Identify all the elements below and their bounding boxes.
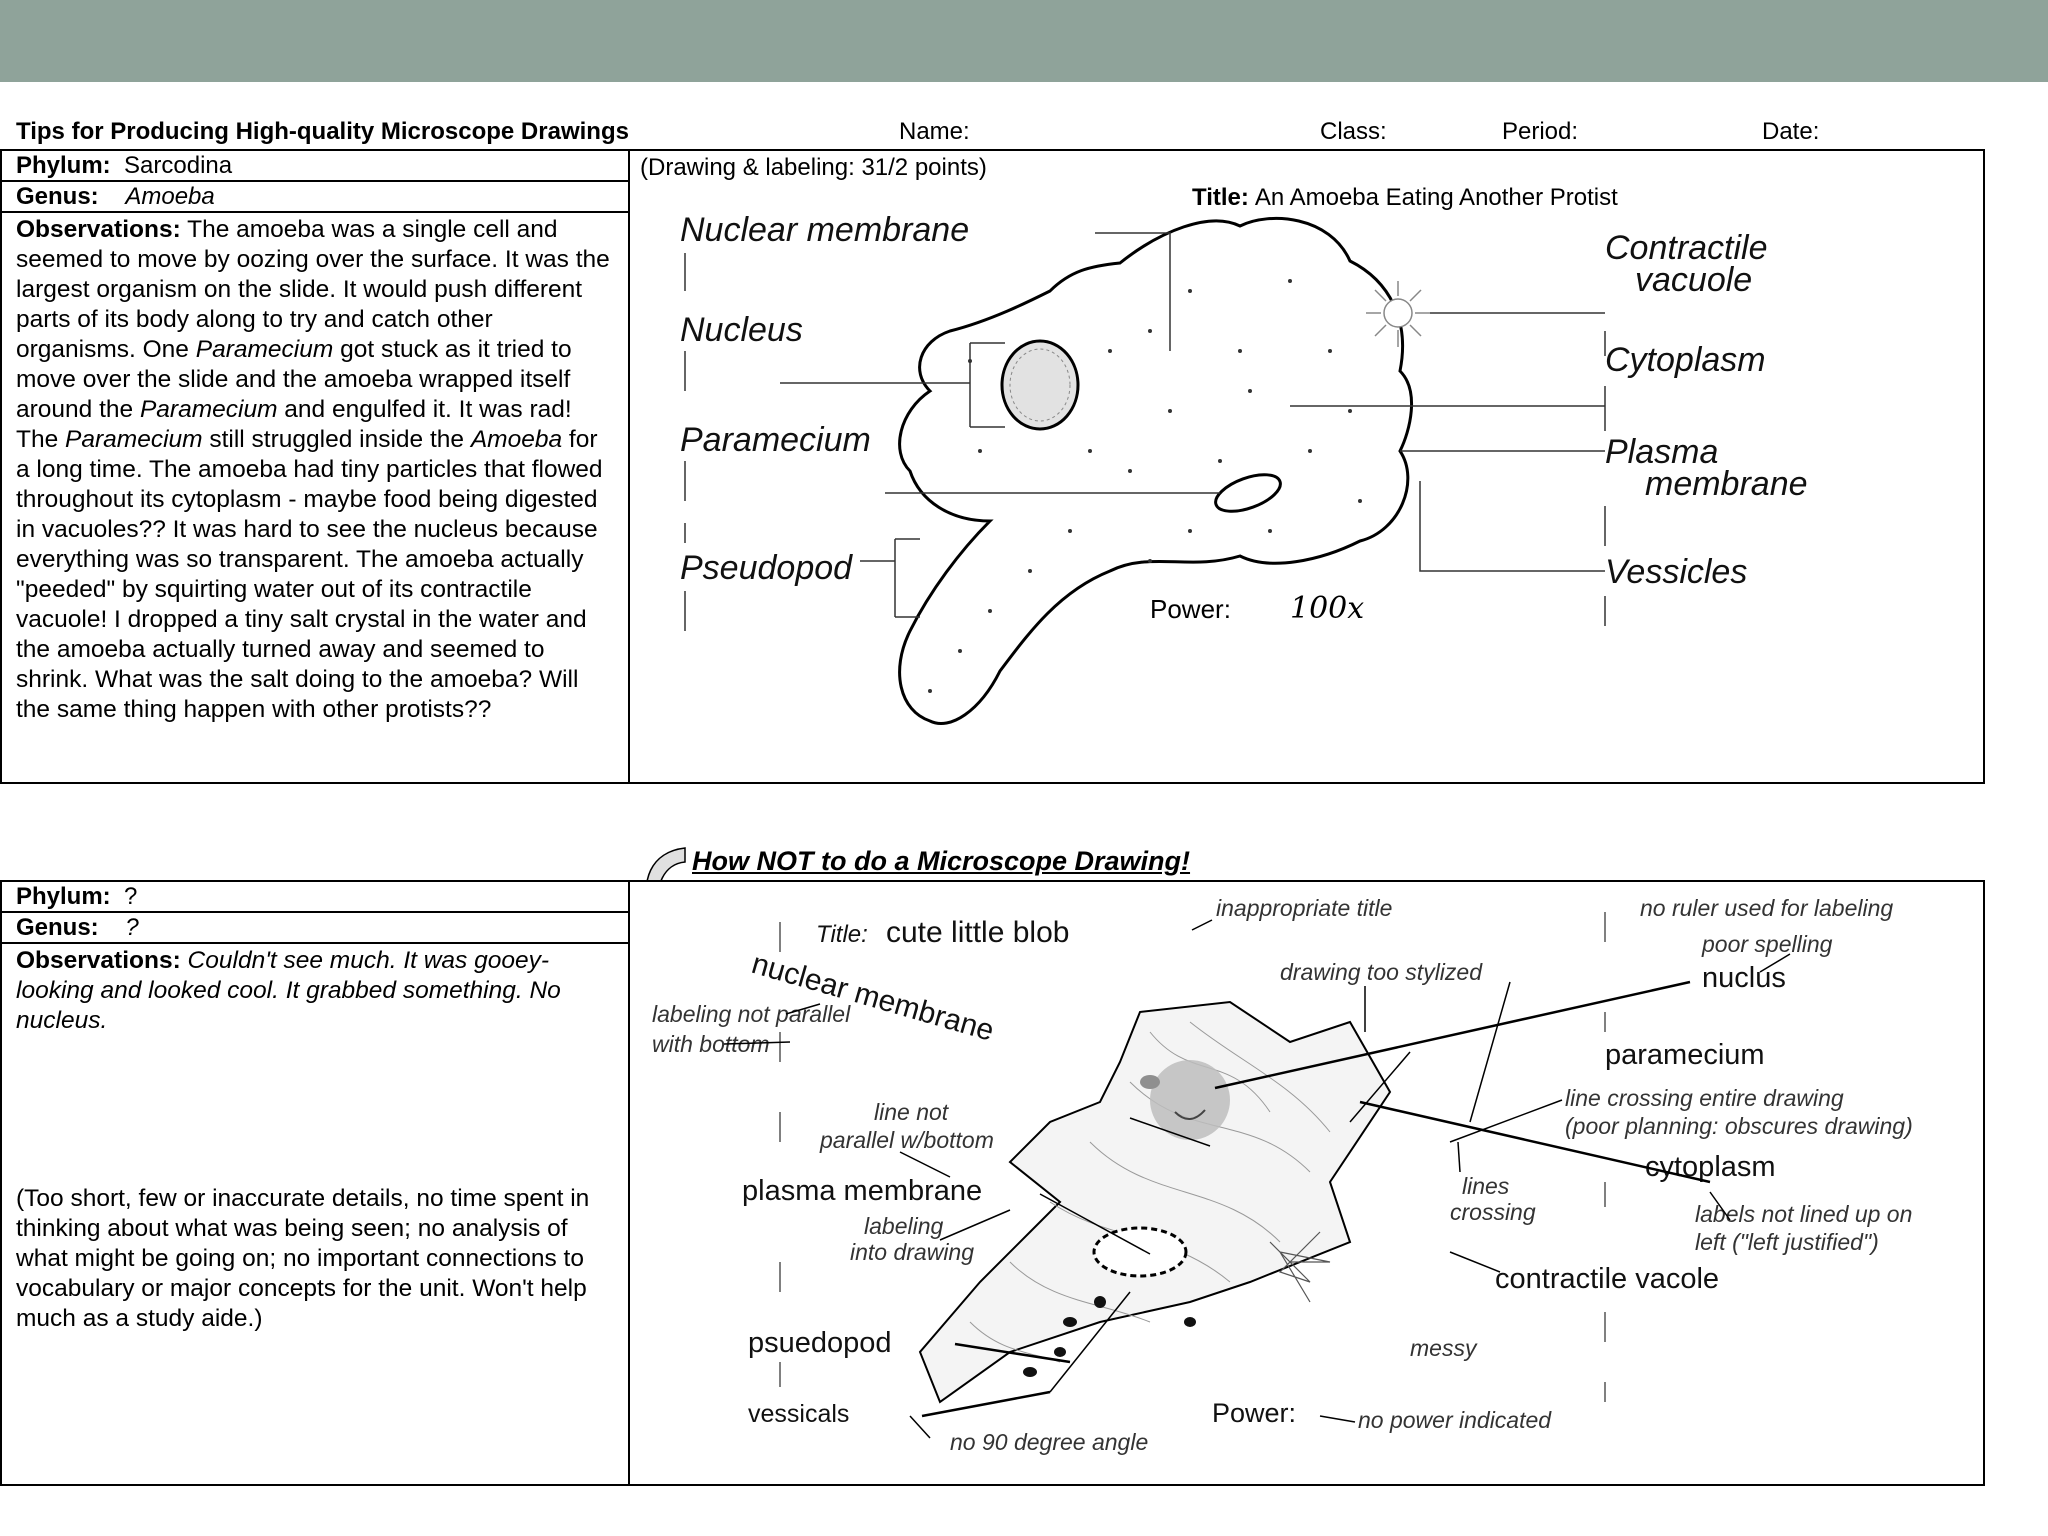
note-too-stylized: drawing too stylized [1280,959,1483,985]
note-crossing-2: (poor planning: obscures drawing) [1565,1113,1913,1139]
label-plasma-membrane: plasma membrane [742,1175,982,1207]
label-contractile-vacole: contractile vacole [1495,1263,1719,1295]
phylum-label: Phylum: [16,883,111,910]
note-line-not-1: line not [874,1099,950,1125]
nucleus [1000,339,1080,431]
note-no-power: no power indicated [1358,1407,1552,1433]
bad-info-panel: Phylum: ? Genus: ? Observations: Couldn'… [0,880,630,1486]
label-vacuole: vacuole [1635,261,1752,299]
vesicle-dots [928,279,1362,693]
contractile-scribble [1269,1231,1331,1303]
points-note: (Drawing & labeling: 31/2 points) [640,154,987,181]
phylum-value: ? [124,883,138,910]
note-not-parallel-2: with bottom [652,1031,770,1057]
period-label: Period: [1502,118,1579,145]
bad-leader-lines [921,980,1711,1418]
nucleus-blob [1150,1060,1230,1140]
good-phylum-row: Phylum: Sarcodina [2,151,628,182]
note-into-1: labeling [864,1213,943,1239]
label-nucleus: Nucleus [680,311,803,349]
name-label: Name: [899,118,970,145]
label-contractile: Contractile [1605,229,1768,267]
vesicle-blobs [1023,1296,1196,1377]
ruler-ticks [779,912,1606,1402]
note-line-not-2: parallel w/bottom [819,1127,994,1153]
note-lines-2: crossing [1450,1199,1536,1225]
label-psuedopod: psuedopod [748,1327,892,1359]
observations-label: Observations: [16,947,181,974]
genus-value: Amoeba [125,183,215,210]
note-no-ruler: no ruler used for labeling [1640,895,1893,921]
label-nuclear-membrane: Nuclear membrane [680,211,969,249]
label-paramecium: Paramecium [680,421,871,459]
good-drawing-panel: (Drawing & labeling: 31/2 points) Title:… [628,149,1985,784]
paramecium-blob [1092,1226,1188,1278]
note-into-2: into drawing [850,1239,974,1265]
bad-critique: (Too short, few or inaccurate details, n… [16,1185,590,1332]
label-paramecium: paramecium [1605,1039,1765,1071]
bad-title: cute little blob [886,916,1069,949]
note-crossing-1: line crossing entire drawing [1565,1085,1844,1111]
genus-label: Genus: [16,914,99,941]
phylum-value: Sarcodina [124,152,233,179]
blob-body [918,1000,1392,1404]
smiley-mouth [1174,1109,1206,1120]
note-not-parallel-1: labeling not parallel [652,1001,851,1027]
power-value: 100x [1290,591,1364,626]
drawing-title: Title:An Amoeba Eating Another Protist [1192,184,1618,211]
good-amoeba-drawing: (Drawing & labeling: 31/2 points) Title:… [640,154,1808,726]
bad-observations: Observations: Couldn't see much. It was … [16,947,561,1034]
top-banner [0,0,2048,82]
label-cytoplasm: Cytoplasm [1605,341,1766,379]
note-messy: messy [1410,1335,1478,1361]
genus-label: Genus: [16,183,99,210]
note-arrows [723,919,1791,1439]
note-lines-1: lines [1462,1173,1510,1199]
amoeba-body [898,216,1414,726]
label-nuclear-membrane: nuclear membrane [748,947,998,1048]
label-pseudopod: Pseudopod [680,549,853,587]
bad-heading: How NOT to do a Microscope Drawing! [692,846,1191,876]
right-leader-lines [1290,312,1606,626]
label-membrane: membrane [1645,465,1808,503]
observations-label: Observations: [16,216,181,243]
good-genus-row: Genus: Amoeba [2,182,628,213]
page-title: Tips for Producing High-quality Microsco… [16,118,629,145]
date-label: Date: [1762,118,1820,145]
class-label: Class: [1320,118,1387,145]
bad-phylum-row: Phylum: ? [2,882,628,913]
genus-value: ? [125,914,139,941]
note-inappropriate-title: inappropriate title [1216,895,1392,921]
good-info-panel: Phylum: Sarcodina Genus: Amoeba Observat… [0,149,630,784]
note-no-90: no 90 degree angle [950,1429,1148,1455]
note-poor-spelling: poor spelling [1701,931,1833,957]
bad-drawing-panel: Title: cute little blob nuclear membrane… [628,880,1985,1486]
label-power: Power: [1212,1398,1296,1428]
label-vessicals: vessicals [748,1400,849,1428]
note-not-lined-2: left ("left justified") [1695,1229,1879,1255]
label-plasma: Plasma [1605,433,1718,471]
contractile-vacuole [1366,281,1430,347]
good-observations: Observations: The amoeba was a single ce… [16,216,610,723]
bad-title-prefix: Title: [816,921,868,948]
label-cytoplasm: cytoplasm [1645,1151,1776,1183]
label-vessicles: Vessicles [1605,553,1747,591]
left-leader-lines [684,232,1220,631]
bad-genus-row: Genus: ? [2,913,628,944]
note-not-lined-1: labels not lined up on [1695,1201,1912,1227]
paramecium [1214,473,1282,513]
phylum-label: Phylum: [16,152,111,179]
bad-blob-drawing: Title: cute little blob nuclear membrane… [652,895,1913,1455]
power-label: Power: [1150,594,1231,624]
label-nuclus: nuclus [1702,962,1786,994]
